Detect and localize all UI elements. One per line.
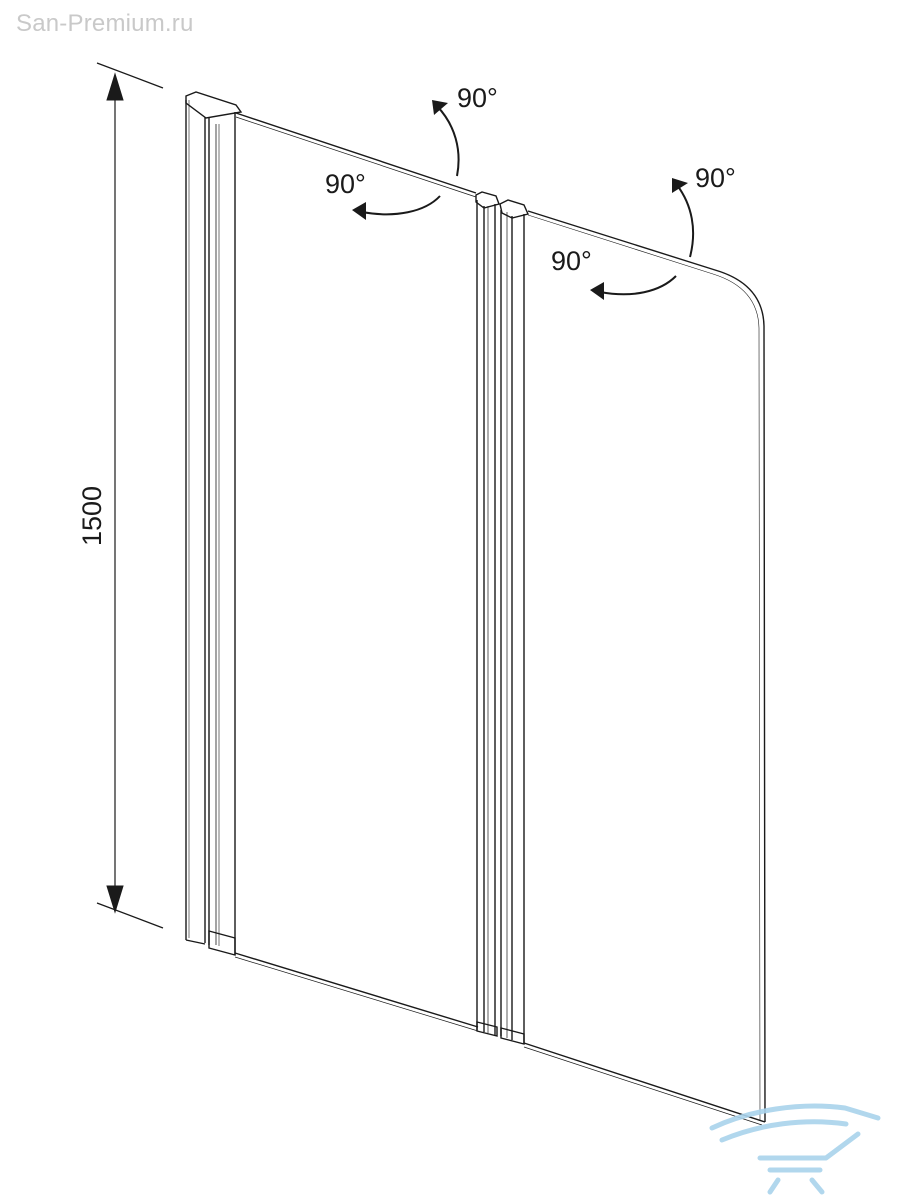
hinge-profile [475,191,529,1045]
lower-left-rotation-arrow [352,195,441,220]
lower-right-rotation-arrow [590,275,677,300]
dimension-arrow-top-icon [106,72,124,101]
watermark-site-name: San-Premium.ru [16,10,194,37]
bathtub-wave-logo-icon [709,1103,881,1195]
height-dimension [96,62,164,929]
wall-profile [185,91,243,956]
dimension-bottom-extension-line [96,902,164,929]
angle-label-lower-left: 90° [325,169,366,199]
height-dimension-label: 1500 [77,486,107,546]
dimension-arrow-bottom-icon [106,885,124,914]
dimension-top-extension-line [96,62,164,89]
rotation-arrows [352,100,695,300]
angle-label-upper-left: 90° [457,83,498,113]
angle-label-lower-right: 90° [551,246,592,276]
arrow-head-icon [352,202,366,220]
left-glass-panel [234,112,479,1032]
upper-right-rotation-arrow [672,178,695,258]
angle-label-upper-right: 90° [695,163,736,193]
upper-left-rotation-arrow [432,100,460,177]
arrow-head-icon [672,178,688,193]
arrow-head-icon [590,282,604,300]
right-glass-panel [523,210,766,1126]
arrow-head-icon [432,100,448,115]
